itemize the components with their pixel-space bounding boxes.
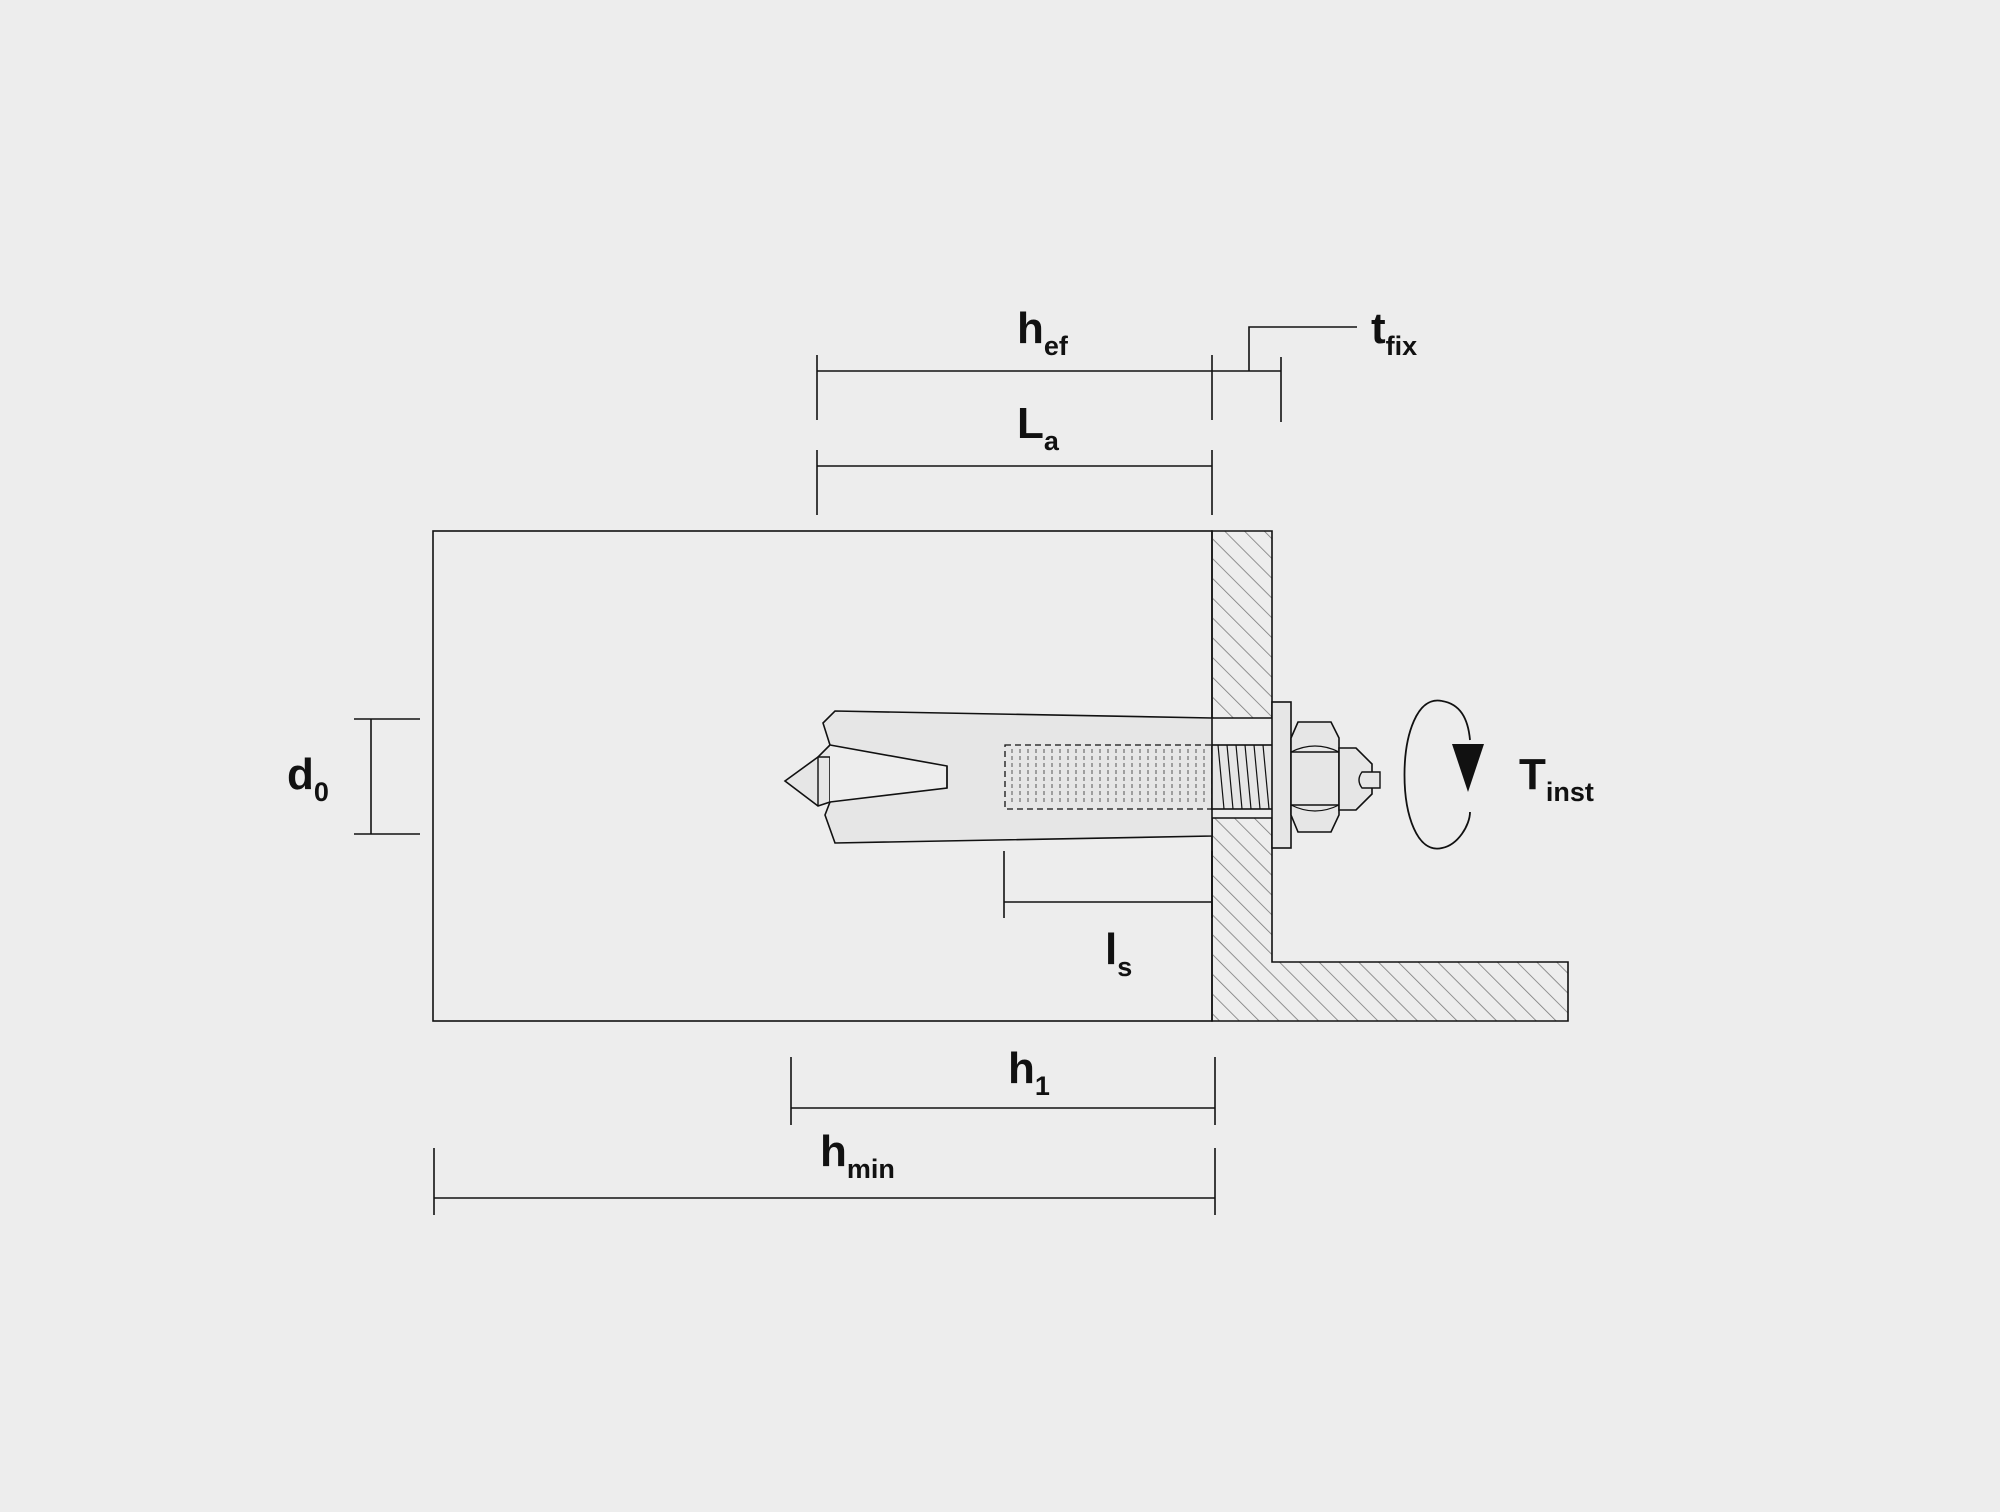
internal-thread-lines <box>1011 749 1205 805</box>
dimension-hmin <box>433 1148 1216 1215</box>
anchor-cone-tip <box>783 756 831 807</box>
dimension-tfix <box>1212 326 1357 422</box>
fixture-bracket <box>1211 530 1569 1022</box>
internal-thread <box>1004 744 1213 810</box>
stud-end-slot <box>1358 771 1381 789</box>
label-tinst: Tinst <box>1519 750 1594 807</box>
label-hef: hef <box>1017 304 1069 361</box>
dimension-h1 <box>790 1057 1216 1125</box>
label-tfix: tfix <box>1371 304 1417 361</box>
torque-arrow-head <box>1452 744 1484 792</box>
stud-end <box>1338 747 1373 811</box>
dimension-ls <box>1003 851 1213 918</box>
washer <box>1271 701 1292 849</box>
hex-nut-chamfer-bottom <box>1290 804 1340 812</box>
label-d0: d0 <box>287 750 329 807</box>
dimension-la <box>816 450 1213 515</box>
label-h1: h1 <box>1008 1044 1050 1101</box>
hex-nut-chamfer-top <box>1290 745 1340 753</box>
hex-nut <box>1290 721 1340 833</box>
label-hmin: hmin <box>820 1127 895 1184</box>
torque-rotation-arc-upper <box>1441 700 1471 741</box>
label-la: La <box>1017 399 1060 456</box>
torque-rotation-arc <box>1403 699 1471 850</box>
dimension-hef <box>816 355 1213 420</box>
label-ls: ls <box>1105 925 1132 982</box>
dimension-d0 <box>354 718 420 835</box>
